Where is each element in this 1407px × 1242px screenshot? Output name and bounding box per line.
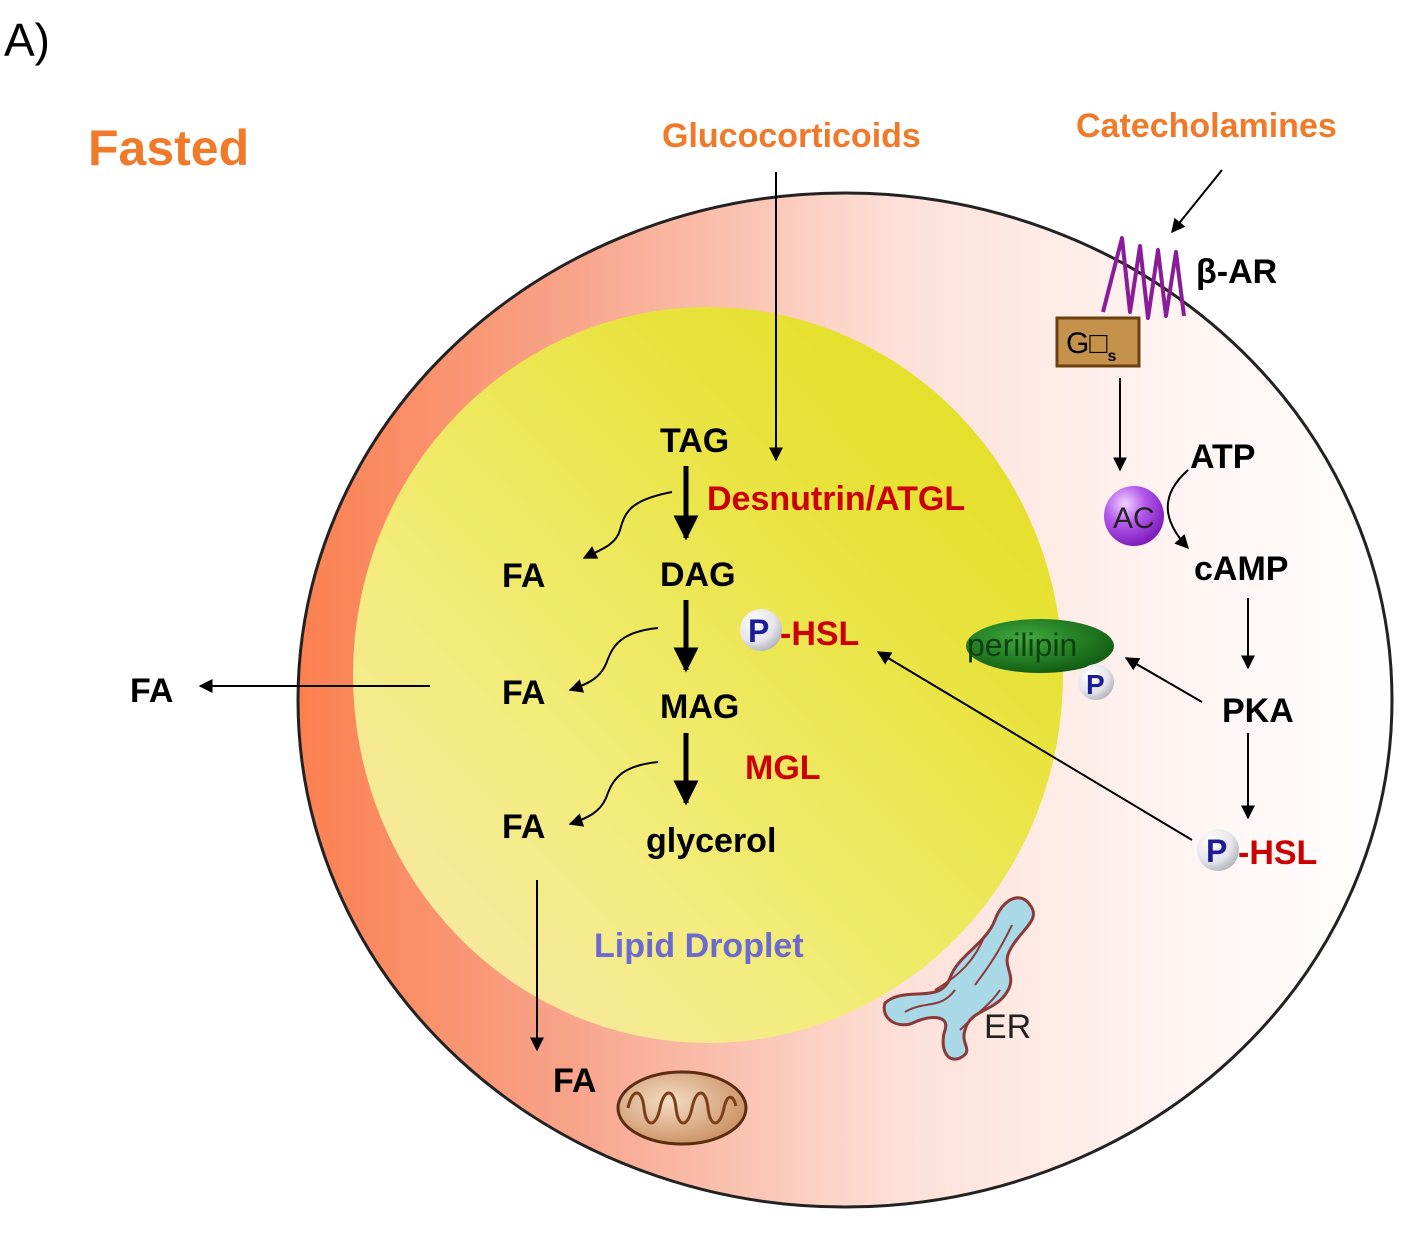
perilipin-p: P	[1086, 669, 1105, 700]
glycerol-label: glycerol	[646, 822, 776, 860]
g-protein-box	[1055, 316, 1141, 368]
glucocorticoids-label: Glucocorticoids	[662, 117, 921, 155]
p-hsl-cytosol-p: P	[1206, 833, 1227, 869]
lipid-droplet	[353, 307, 1063, 1043]
mag-label: MAG	[660, 688, 739, 726]
er-organelle	[882, 896, 1035, 1061]
perilipin-label: perilipin	[967, 627, 1077, 663]
tag-label: TAG	[660, 422, 729, 460]
adenylyl-cyclase-sphere	[1104, 486, 1164, 546]
beta-ar-label: β-AR	[1196, 253, 1277, 291]
mgl-label: MGL	[745, 749, 821, 787]
p-hsl-droplet-p: P	[748, 613, 769, 649]
fa-label-glycerol: FA	[502, 808, 545, 846]
pka-label: PKA	[1222, 692, 1294, 730]
phospho-circle-hsl-cytosol	[1197, 829, 1239, 871]
dag-label: DAG	[660, 556, 736, 594]
fasted-label: Fasted	[88, 120, 249, 176]
fa-label-outside: FA	[130, 672, 173, 710]
fa-label-dag: FA	[502, 557, 545, 595]
atp-label: ATP	[1190, 438, 1255, 476]
fa-label-mag: FA	[502, 674, 545, 712]
p-hsl-droplet-label: -HSL	[780, 615, 859, 653]
phospho-circle-perilipin	[1078, 664, 1114, 700]
panel-label: A)	[4, 14, 50, 66]
beta-ar-receptor-shape	[1101, 236, 1186, 320]
desnutrin-atgl-label: Desnutrin/ATGL	[707, 480, 965, 518]
er-label: ER	[984, 1008, 1031, 1046]
p-hsl-cytosol-label: -HSL	[1238, 834, 1317, 872]
g-protein-label: G□s	[1066, 327, 1116, 365]
fa-label-mitochondria: FA	[553, 1062, 596, 1100]
lipid-droplet-label: Lipid Droplet	[594, 927, 804, 965]
camp-label: cAMP	[1194, 550, 1288, 588]
phospho-circle-hsl-droplet	[740, 609, 782, 651]
arrows	[198, 169, 1255, 1052]
mitochondrion	[616, 1070, 748, 1146]
ac-label: AC	[1113, 502, 1155, 535]
perilipin-shape	[966, 619, 1114, 673]
catecholamines-label: Catecholamines	[1076, 107, 1337, 145]
